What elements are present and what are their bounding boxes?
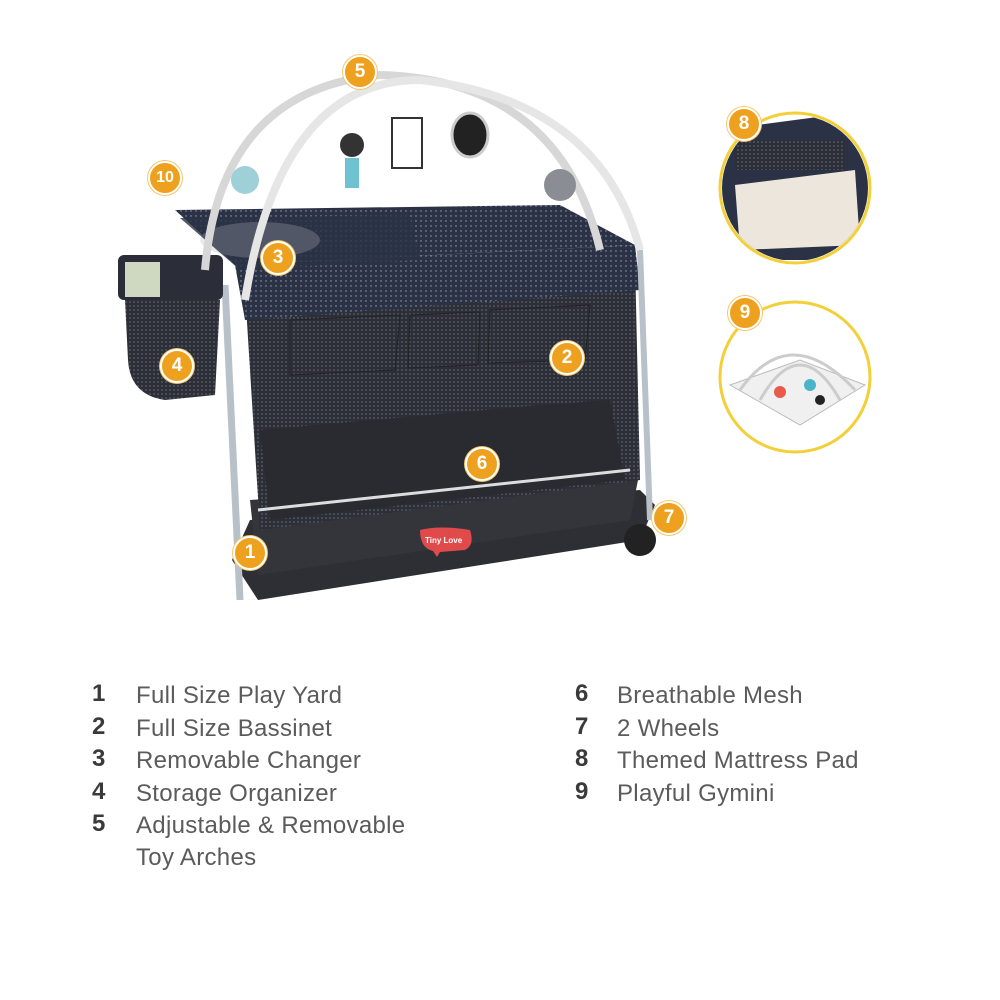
feature-label: Removable Changer	[136, 747, 362, 774]
marker-9: 9	[728, 296, 762, 330]
feature-label: Full Size Bassinet	[136, 714, 333, 742]
play-yard: Tiny Love	[118, 70, 656, 601]
feature-item: 7 2 Wheels	[575, 713, 859, 746]
feature-number: 5	[92, 810, 106, 837]
marker-5: 5	[343, 55, 377, 89]
feature-label: Full Size Play Yard	[136, 682, 343, 709]
brand-logo: Tiny Love	[425, 536, 463, 545]
feature-number: 6	[575, 680, 589, 707]
feature-list-left: 1 Full Size Play Yard 2 Full Size Bassinet…	[92, 680, 405, 874]
feature-number: 9	[575, 777, 589, 805]
feature-list-right: 6 Breathable Mesh 7 2 Wheels 8 Themed Mattr…	[575, 680, 859, 810]
feature-item: 9 Playful Gymini	[575, 778, 859, 811]
marker-8: 8	[727, 107, 761, 141]
marker-1: 1	[233, 536, 267, 570]
feature-label-line2: Toy Arches	[136, 844, 257, 871]
feature-label-line1: Adjustable & Removable	[136, 812, 406, 839]
feature-item: 6 Breathable Mesh	[575, 680, 859, 713]
feature-number: 3	[92, 745, 106, 772]
feature-number: 8	[575, 745, 589, 772]
feature-item: 2 Full Size Bassinet	[92, 713, 405, 746]
marker-10: 10	[148, 161, 182, 195]
feature-label: Breathable Mesh	[617, 682, 803, 709]
feature-label: Themed Mattress Pad	[617, 747, 859, 774]
feature-item: 1 Full Size Play Yard	[92, 680, 405, 713]
marker-6: 6	[465, 447, 499, 481]
feature-item: 4 Storage Organizer	[92, 778, 405, 811]
feature-label: Storage Organizer	[136, 779, 338, 807]
marker-7: 7	[652, 501, 686, 535]
feature-number: 1	[92, 680, 106, 707]
feature-label: 2 Wheels	[617, 714, 720, 742]
feature-number: 7	[575, 712, 589, 740]
marker-2: 2	[550, 341, 584, 375]
feature-item: 8 Themed Mattress Pad	[575, 745, 859, 778]
inset-mattress-pad	[718, 111, 872, 265]
inset-gymini	[718, 300, 872, 454]
feature-number: 2	[92, 712, 106, 740]
play-yard-illustration: Tiny Love	[118, 70, 872, 601]
feature-label: Playful Gymini	[617, 779, 775, 807]
feature-item: 3 Removable Changer	[92, 745, 405, 778]
marker-4: 4	[160, 349, 194, 383]
marker-3: 3	[261, 241, 295, 275]
feature-number: 4	[92, 777, 106, 805]
